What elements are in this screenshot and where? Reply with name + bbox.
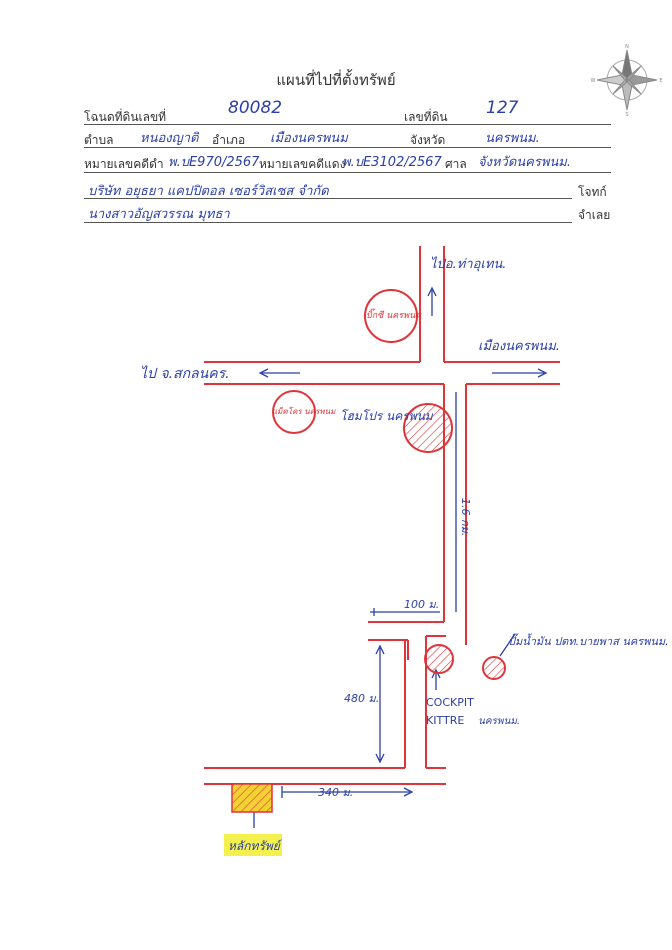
label-to-city: เมืองนครพนม. (478, 339, 560, 354)
black-case-value: พ.บE970/2567 (168, 155, 260, 170)
label-dist-480m: 480 ม. (344, 692, 379, 705)
label-cockpit-1: COCKPIT (426, 696, 474, 709)
land-no-value: 127 (486, 98, 519, 118)
label-ptt: ปั๊มน้ำมัน ปตท.บายพาส นครพนม. (508, 633, 669, 648)
deed-label: โฉนดที่ดินเลขที่ (84, 110, 167, 124)
label-dist-100m: 100 ม. (404, 598, 439, 611)
tambon-value: หนองญาติ (140, 131, 199, 146)
province-value: นครพนม. (485, 131, 540, 146)
black-case-label: หมายเลขคดีดำ (84, 157, 164, 171)
big-c-marker (364, 289, 418, 343)
label-to-sakon: ไป จ.สกลนคร. (140, 365, 230, 382)
label-property: หลักทรัพย์ (228, 839, 283, 853)
defendant-label: จำเลย (578, 208, 611, 222)
defendant-value: นางสาวอัญสวรรณ มุทธา (88, 207, 230, 222)
cockpit-marker (424, 644, 454, 674)
label-to-tha-uthen: ไปอ.ท่าอุเทน. (430, 256, 506, 272)
label-dist-340m: 340 ม. (318, 786, 353, 799)
label-home-pro: โฮมโปร นครพนม (340, 409, 434, 423)
label-makro: แม็คโคร นครพนม (272, 406, 336, 416)
court-value: จังหวัดนครพนม. (478, 155, 571, 170)
red-case-label: หมายเลขคดีแดง (259, 157, 346, 171)
label-cockpit-city: นครพนม. (478, 716, 520, 727)
home-pro-marker (403, 403, 453, 453)
ptt-marker (482, 656, 506, 680)
label-dist-16km: 1.6 กม. (459, 498, 472, 536)
makro-marker (272, 390, 316, 434)
red-case-value: พ.บE3102/2567 (342, 155, 442, 170)
amphoe-value: เมืองนครพนม (270, 131, 348, 146)
label-cockpit-2: KITTRE (426, 714, 464, 727)
amphoe-label: อำเภอ (212, 133, 246, 147)
page-title: แผนที่ไปที่ตั้งทรัพย์ (276, 71, 396, 89)
arrows (253, 286, 548, 828)
land-no-label: เลขที่ดิน (404, 110, 448, 124)
deed-value: 80082 (228, 98, 283, 118)
label-big-c: บิ๊กซี นครพนม (366, 308, 422, 321)
province-label: จังหวัด (410, 133, 446, 147)
plaintiff-label: โจทก์ (578, 185, 607, 199)
court-label: ศาล (445, 157, 467, 171)
plaintiff-value: บริษัท อยุธยา แคปปิตอล เซอร์วิสเซส จำกัด (88, 184, 329, 199)
tambon-label: ตำบล (84, 133, 114, 147)
